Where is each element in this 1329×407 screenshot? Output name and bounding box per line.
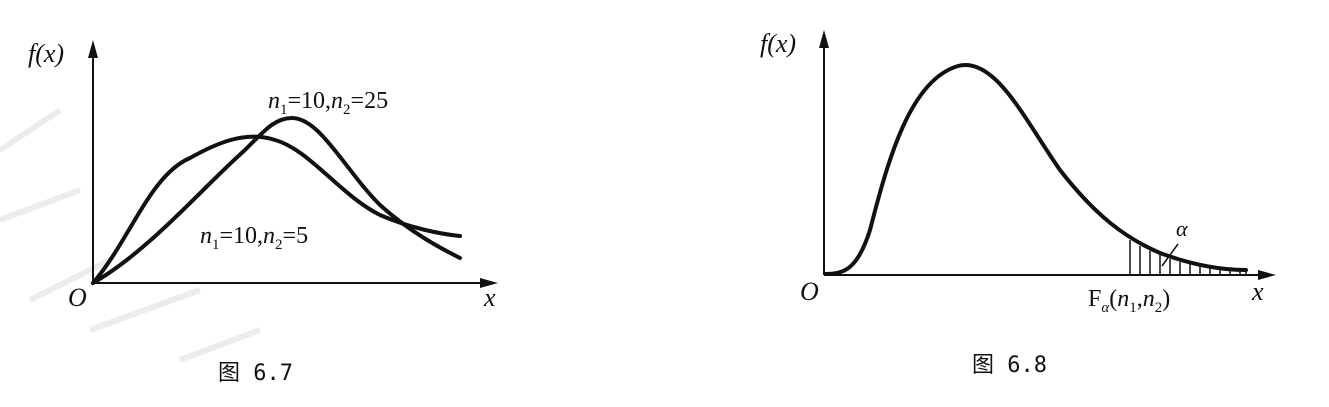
quantile-label: Fα(n1,n2) [1088, 286, 1170, 316]
x-axis-label: x [483, 283, 496, 312]
label-n1-10-n2-25: n1=10,n2=25 [268, 88, 388, 118]
label-n1-10-n2-5: n1=10,n2=5 [200, 223, 308, 253]
figure-6-7: f(x) x O n1=10,n2=25 n1=10,n2=5 图 6.7 [28, 39, 498, 386]
f-density-curve [824, 62, 1248, 276]
watermark [0, 107, 262, 363]
y-axis-label: f(x) [760, 29, 796, 58]
x-axis-arrow [480, 278, 498, 288]
figure-6-8: f(x) x O α Fα(n1,n2) 图 6.8 [760, 29, 1276, 378]
curve-n1-10-n2-5 [91, 134, 462, 285]
caption-6-7: 图 6.7 [218, 361, 293, 386]
origin-label: O [68, 283, 87, 312]
origin-label: O [800, 277, 819, 306]
y-axis-arrow [88, 40, 98, 58]
y-axis-label: f(x) [28, 39, 64, 68]
curve-n1-10-n2-25 [91, 116, 462, 285]
alpha-tail-region [1129, 240, 1247, 275]
alpha-pointer [1161, 243, 1179, 267]
caption-6-8: 图 6.8 [972, 353, 1047, 378]
x-axis-label: x [1251, 277, 1264, 306]
x-axis-arrow [1258, 270, 1276, 280]
alpha-label: α [1176, 216, 1188, 241]
y-axis-arrow [819, 30, 829, 48]
